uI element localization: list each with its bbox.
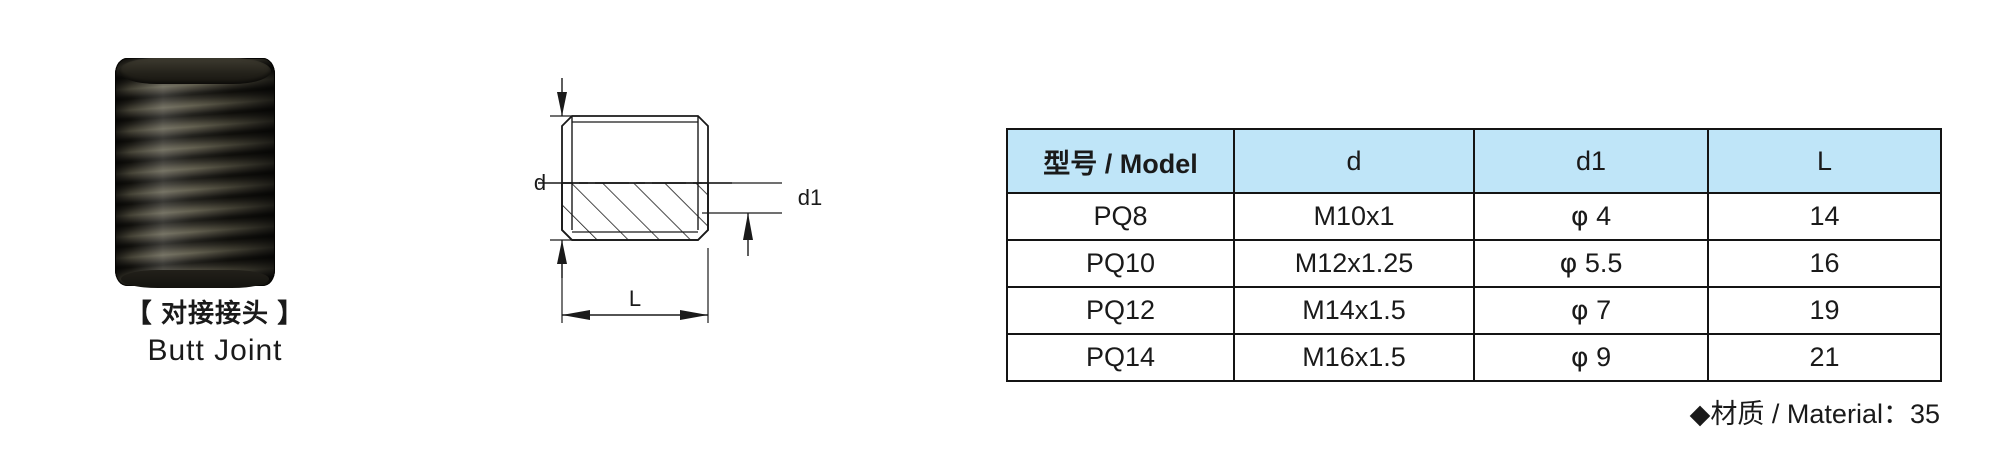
column-header-d1: d1: [1473, 128, 1709, 194]
phi-symbol: φ: [1559, 248, 1578, 279]
product-photo-block: 【 对接接头 】 Butt Joint: [60, 40, 370, 410]
cell-d1: φ 5.5: [1473, 239, 1709, 288]
d1-value: 7: [1588, 295, 1612, 325]
product-caption: 【 对接接头 】 Butt Joint: [60, 298, 370, 368]
cell-model: PQ10: [1006, 239, 1235, 288]
product-photo: [115, 58, 275, 288]
cell-d: M16x1.5: [1233, 333, 1475, 382]
d1-value: 9: [1588, 342, 1612, 372]
d1-value: 4: [1588, 201, 1612, 231]
phi-symbol: φ: [1570, 201, 1589, 232]
material-note: ◆材质 / Material：35: [1689, 399, 1940, 429]
cross-section-drawing-svg: d d1 L: [534, 78, 822, 323]
product-name-english: Butt Joint: [147, 333, 283, 367]
cell-d1: φ 9: [1473, 333, 1709, 382]
dimension-label-l: L: [629, 286, 641, 311]
column-header-d: d: [1233, 128, 1475, 194]
cell-d: M10x1: [1233, 192, 1475, 241]
cell-model: PQ8: [1006, 192, 1235, 241]
cell-l: 14: [1707, 192, 1942, 241]
dimension-label-d: d: [534, 170, 546, 195]
cell-d1: φ 7: [1473, 286, 1709, 335]
section-hatch-area: [561, 182, 709, 241]
header-row: 型号 / Model d d1 L: [1006, 128, 1942, 194]
technical-drawing: d d1 L: [520, 70, 880, 360]
cell-model: PQ12: [1006, 286, 1235, 335]
dimension-l: [561, 248, 709, 323]
d1-value: 5.5: [1577, 248, 1623, 278]
cell-model: PQ14: [1006, 333, 1235, 382]
phi-symbol: φ: [1570, 295, 1589, 326]
barrel-bottom-face: [121, 270, 269, 288]
product-name-chinese: 【 对接接头 】: [125, 298, 305, 328]
column-header-model: 型号 / Model: [1006, 128, 1235, 194]
cell-d: M12x1.25: [1233, 239, 1475, 288]
dimension-d1: [702, 182, 782, 256]
cell-d: M14x1.5: [1233, 286, 1475, 335]
barrel-shading: [115, 58, 275, 286]
column-header-l: L: [1707, 128, 1942, 194]
phi-symbol: φ: [1570, 342, 1589, 373]
cell-l: 19: [1707, 286, 1942, 335]
cell-l: 16: [1707, 239, 1942, 288]
barrel-top-face: [119, 58, 271, 84]
table-header: 型号 / Model d d1 L: [1006, 128, 1942, 194]
cell-d1: φ 4: [1473, 192, 1709, 241]
cell-l: 21: [1707, 333, 1942, 382]
dimension-label-d1: d1: [798, 185, 822, 210]
